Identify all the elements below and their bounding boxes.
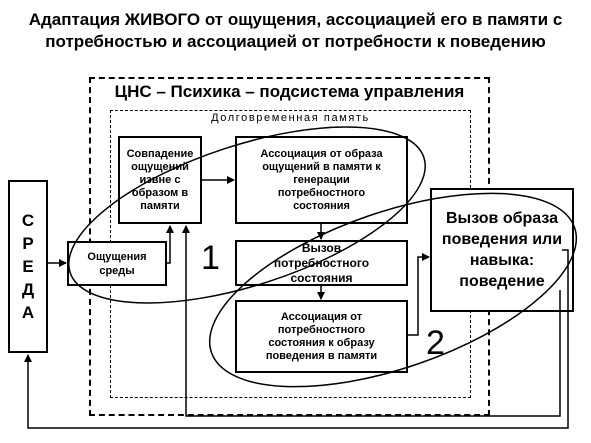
match-box: Совпадение ощущений извне с образом в па… [118, 136, 202, 224]
assoc-image-need-box: Ассоциация от образа ощущений в памяти к… [235, 136, 408, 224]
title-line-2: потребностью и ассоциацией от потребност… [45, 32, 546, 51]
loop-2-ellipse [208, 192, 578, 388]
title-line-1: Адаптация ЖИВОГО от ощущения, ассоциацие… [28, 10, 563, 29]
environment-letter: Е [22, 257, 34, 276]
environment-letter: С [21, 211, 35, 230]
cns-frame-label: ЦНС – Психика – подсистема управления [114, 82, 465, 101]
need-call-label: Вызов потребностного состояния [273, 240, 370, 285]
match-label: Совпадение ощущений извне с образом в па… [126, 147, 194, 212]
feedback-line-behavior-to-match [182, 225, 561, 417]
arrow-sensations-to-match [166, 225, 174, 264]
environment-box: С Р Е Д А [8, 180, 48, 353]
feedback-line-behavior-to-env [24, 249, 569, 429]
behavior-label: Вызов образа поведения или навыка: повед… [441, 210, 563, 290]
loop-1-label: 1 [201, 239, 220, 277]
sensations-label: Ощущения среды [87, 250, 147, 277]
assoc-need-behavior-label: Ассоциация от потребностного состояния к… [265, 310, 378, 362]
need-call-box: Вызов потребностного состояния [235, 240, 408, 286]
environment-letter: Д [21, 280, 35, 299]
environment-letter: Р [22, 234, 34, 253]
diagram-title: Адаптация ЖИВОГО от ощущения, ассоциацие… [0, 9, 591, 53]
environment-letter: А [21, 303, 35, 322]
long-term-memory-label: Долговременная память [211, 112, 370, 124]
sensations-box: Ощущения среды [67, 241, 167, 286]
behavior-box: Вызов образа поведения или навыка: повед… [430, 188, 574, 312]
loop-2-label: 2 [426, 324, 445, 362]
loop-1-ellipse [68, 126, 426, 304]
arrow-assoc-behavior-to-behavior [408, 253, 430, 336]
assoc-need-behavior-box: Ассоциация от потребностного состояния к… [235, 300, 408, 373]
assoc-image-need-label: Ассоциация от образа ощущений в памяти к… [260, 147, 383, 212]
